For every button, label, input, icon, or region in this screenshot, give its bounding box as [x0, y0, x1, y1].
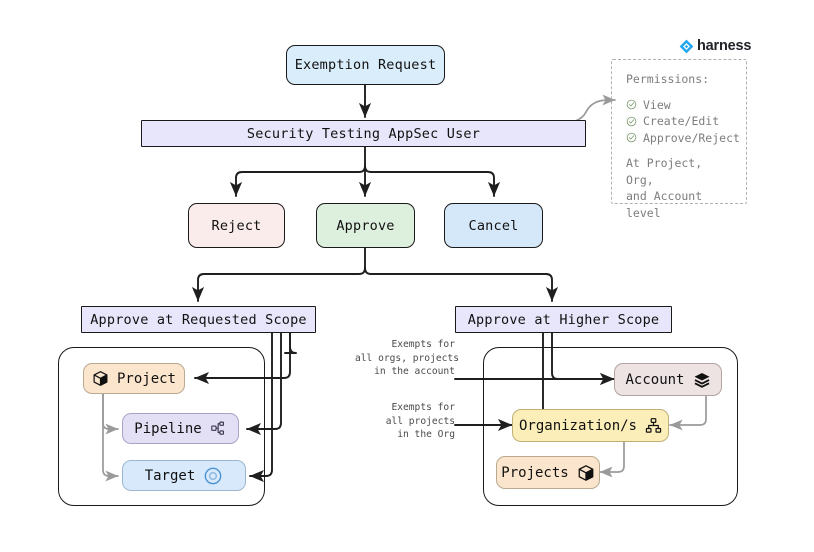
- permissions-footer-line-1: At Project, Org,: [626, 156, 703, 187]
- annotation-exempts-org: Exempts for all projects in the Org: [385, 402, 455, 440]
- node-label: Exemption Request: [294, 57, 437, 73]
- node-label: Organization/s: [518, 417, 637, 434]
- higher-scope-group: [483, 347, 738, 506]
- node-security-testing-appsec-user[interactable]: Security Testing AppSec User: [141, 120, 586, 147]
- brand-logo: harness: [679, 38, 751, 54]
- pipeline-icon: [210, 420, 227, 437]
- node-action-approve[interactable]: Approve: [316, 203, 415, 248]
- cube-icon: [92, 370, 109, 387]
- node-label: Project: [116, 370, 176, 387]
- permission-label: Approve/Reject: [643, 130, 740, 145]
- node-account[interactable]: Account: [614, 363, 722, 396]
- node-project[interactable]: Project: [83, 363, 185, 394]
- annotation-exempts-account: Exempts for all orgs, projects in the ac…: [355, 339, 459, 377]
- layers-icon: [693, 371, 711, 389]
- node-label: Target: [144, 467, 196, 484]
- node-label: Reject: [211, 217, 262, 234]
- node-organizations[interactable]: Organization/s: [512, 409, 669, 442]
- node-label: Cancel: [468, 217, 519, 234]
- node-label: Approve: [336, 217, 395, 234]
- harness-diamond-icon: [679, 39, 694, 54]
- node-label: Approve at Higher Scope: [467, 311, 660, 328]
- spacer: [626, 88, 734, 97]
- permissions-footer-line-2: and Account level: [626, 189, 703, 220]
- node-projects[interactable]: Projects: [496, 456, 600, 489]
- spacer: [626, 146, 734, 155]
- permission-item-approve-reject: Approve/Reject: [626, 130, 740, 147]
- check-circle-icon: [626, 116, 637, 127]
- node-label: Security Testing AppSec User: [246, 125, 481, 142]
- brand-name: harness: [697, 38, 752, 54]
- orgchart-icon: [645, 417, 662, 434]
- node-action-cancel[interactable]: Cancel: [444, 203, 543, 248]
- node-approve-at-requested-scope[interactable]: Approve at Requested Scope: [81, 306, 316, 333]
- permission-item-view: View: [626, 97, 734, 114]
- requested-scope-group: [58, 347, 265, 506]
- node-approve-at-higher-scope[interactable]: Approve at Higher Scope: [455, 306, 672, 333]
- permission-item-create-edit: Create/Edit: [626, 113, 734, 130]
- check-circle-icon: [626, 132, 637, 143]
- permission-label: Create/Edit: [643, 114, 720, 128]
- node-action-reject[interactable]: Reject: [188, 203, 285, 248]
- cube-icon: [577, 464, 595, 482]
- node-pipeline[interactable]: Pipeline: [122, 413, 239, 444]
- check-circle-icon: [626, 99, 637, 110]
- node-target[interactable]: Target: [122, 460, 246, 491]
- permissions-panel: Permissions: View Create/Edit: [611, 59, 747, 220]
- permission-label: View: [643, 97, 671, 112]
- target-icon: [203, 466, 223, 486]
- node-label: Pipeline: [134, 420, 202, 437]
- permissions-title: Permissions:: [626, 72, 710, 86]
- node-label: Projects: [501, 464, 569, 481]
- node-exemption-request[interactable]: Exemption Request: [286, 45, 445, 85]
- node-label: Approve at Requested Scope: [90, 311, 307, 328]
- node-label: Account: [625, 371, 685, 388]
